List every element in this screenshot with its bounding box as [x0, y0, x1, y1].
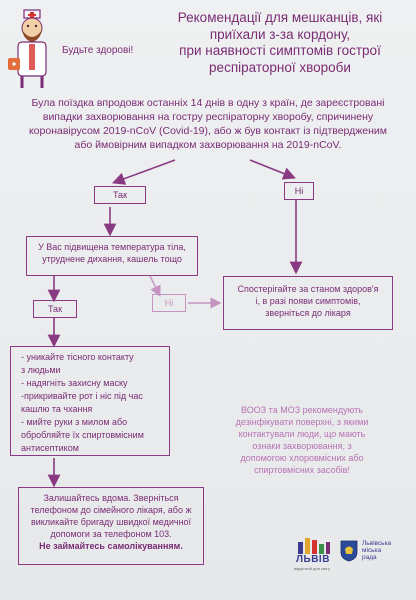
title-line: при наявності симптомів гострої: [179, 43, 381, 58]
advice-line: - мийте руки з милом або: [21, 417, 128, 427]
page-title: Рекомендації для мешканців, які приїхали…: [152, 10, 408, 76]
advice-line: - надягніть захисну маску: [21, 378, 128, 388]
observe-line: і, в разі появи симптомів,: [255, 296, 361, 306]
who-line: ознаки захворювання, з: [252, 441, 352, 451]
advice-line: кашлю та чхання: [21, 404, 93, 414]
intro-line: випадки захворювання на гостру респірато…: [42, 111, 374, 123]
intro-text: Була поїздка впродовж останніх 14 днів в…: [6, 96, 410, 152]
advice-line: обробляйте їх спиртовмісним: [21, 430, 144, 440]
slogan: Будьте здорові!: [62, 45, 134, 56]
lviv-tagline: відкритий для світу: [294, 566, 330, 571]
city-crest-icon: [340, 540, 358, 562]
city-council-label: Львівська міська рада: [362, 540, 391, 561]
stay-home-line: телефоном до сімейного лікаря, або ж: [30, 505, 192, 515]
advice-line: - уникайте тісного контакту: [21, 352, 134, 362]
yes-box-1: Так: [94, 186, 146, 204]
observe-box: Спостерігайте за станом здоров'я і, в ра…: [223, 276, 393, 330]
stay-home-line: допомоги за телефоном 103.: [50, 529, 172, 539]
lviv-towers-icon: [298, 538, 330, 554]
yes-box-2: Так: [33, 300, 77, 318]
observe-line: зверніться до лікаря: [265, 308, 351, 318]
title-line: Рекомендації для мешканців, які: [177, 10, 383, 25]
intro-line: Була поїздка впродовж останніх 14 днів в…: [31, 97, 385, 109]
symptoms-box: У Вас підвищена температура тіла, утрудн…: [26, 236, 198, 276]
who-line: контактували люди, що мають: [238, 429, 366, 439]
no-self-treatment: Не займайтесь самолікуванням.: [39, 541, 183, 551]
symptoms-line: У Вас підвищена температура тіла,: [38, 242, 186, 252]
who-line: дезінфікувати поверхні, з якими: [235, 417, 369, 427]
who-line: допомогою хлоровмісних або: [240, 453, 364, 463]
advice-line: -прикривайте рот і ніс під час: [21, 391, 143, 401]
intro-line: коронавірусом 2019-nCoV (Covid-19), або …: [28, 125, 388, 137]
symptoms-line: утруднене дихання, кашель тощо: [42, 254, 182, 264]
stay-home-line: Залишайтесь вдома. Зверніться: [43, 493, 179, 503]
title-line: приїхали з-за кордону,: [209, 26, 351, 42]
advice-line: з людьми: [21, 365, 61, 375]
advice-box: - уникайте тісного контакту з людьми - н…: [10, 346, 170, 456]
council-line: міська: [362, 547, 382, 554]
advice-line: антисептиком: [21, 443, 79, 453]
who-line: спиртовмісних засобів!: [254, 465, 350, 475]
who-recommendation: ВООЗ та МОЗ рекомендують дезінфікувати п…: [222, 404, 382, 476]
doctor-mascot-icon: [8, 9, 47, 88]
who-line: ВООЗ та МОЗ рекомендують: [241, 405, 363, 415]
observe-line: Спостерігайте за станом здоров'я: [237, 284, 379, 294]
council-line: рада: [362, 554, 377, 561]
no-box-1: Ні: [284, 182, 314, 200]
title-line: респіраторної хвороби: [209, 59, 351, 75]
stay-home-line: викликайте бригаду швидкої медичної: [30, 517, 192, 527]
council-line: Львівська: [362, 540, 392, 547]
no-box-2: Ні: [152, 294, 186, 312]
lviv-wordmark: ЛЬВІВ: [296, 554, 330, 565]
stay-home-box: Залишайтесь вдома. Зверніться телефоном …: [18, 487, 204, 565]
lviv-logo: ЛЬВІВ відкритий для світу: [290, 536, 336, 571]
intro-line: або ймовірним випадком захворювання на 2…: [74, 139, 342, 151]
